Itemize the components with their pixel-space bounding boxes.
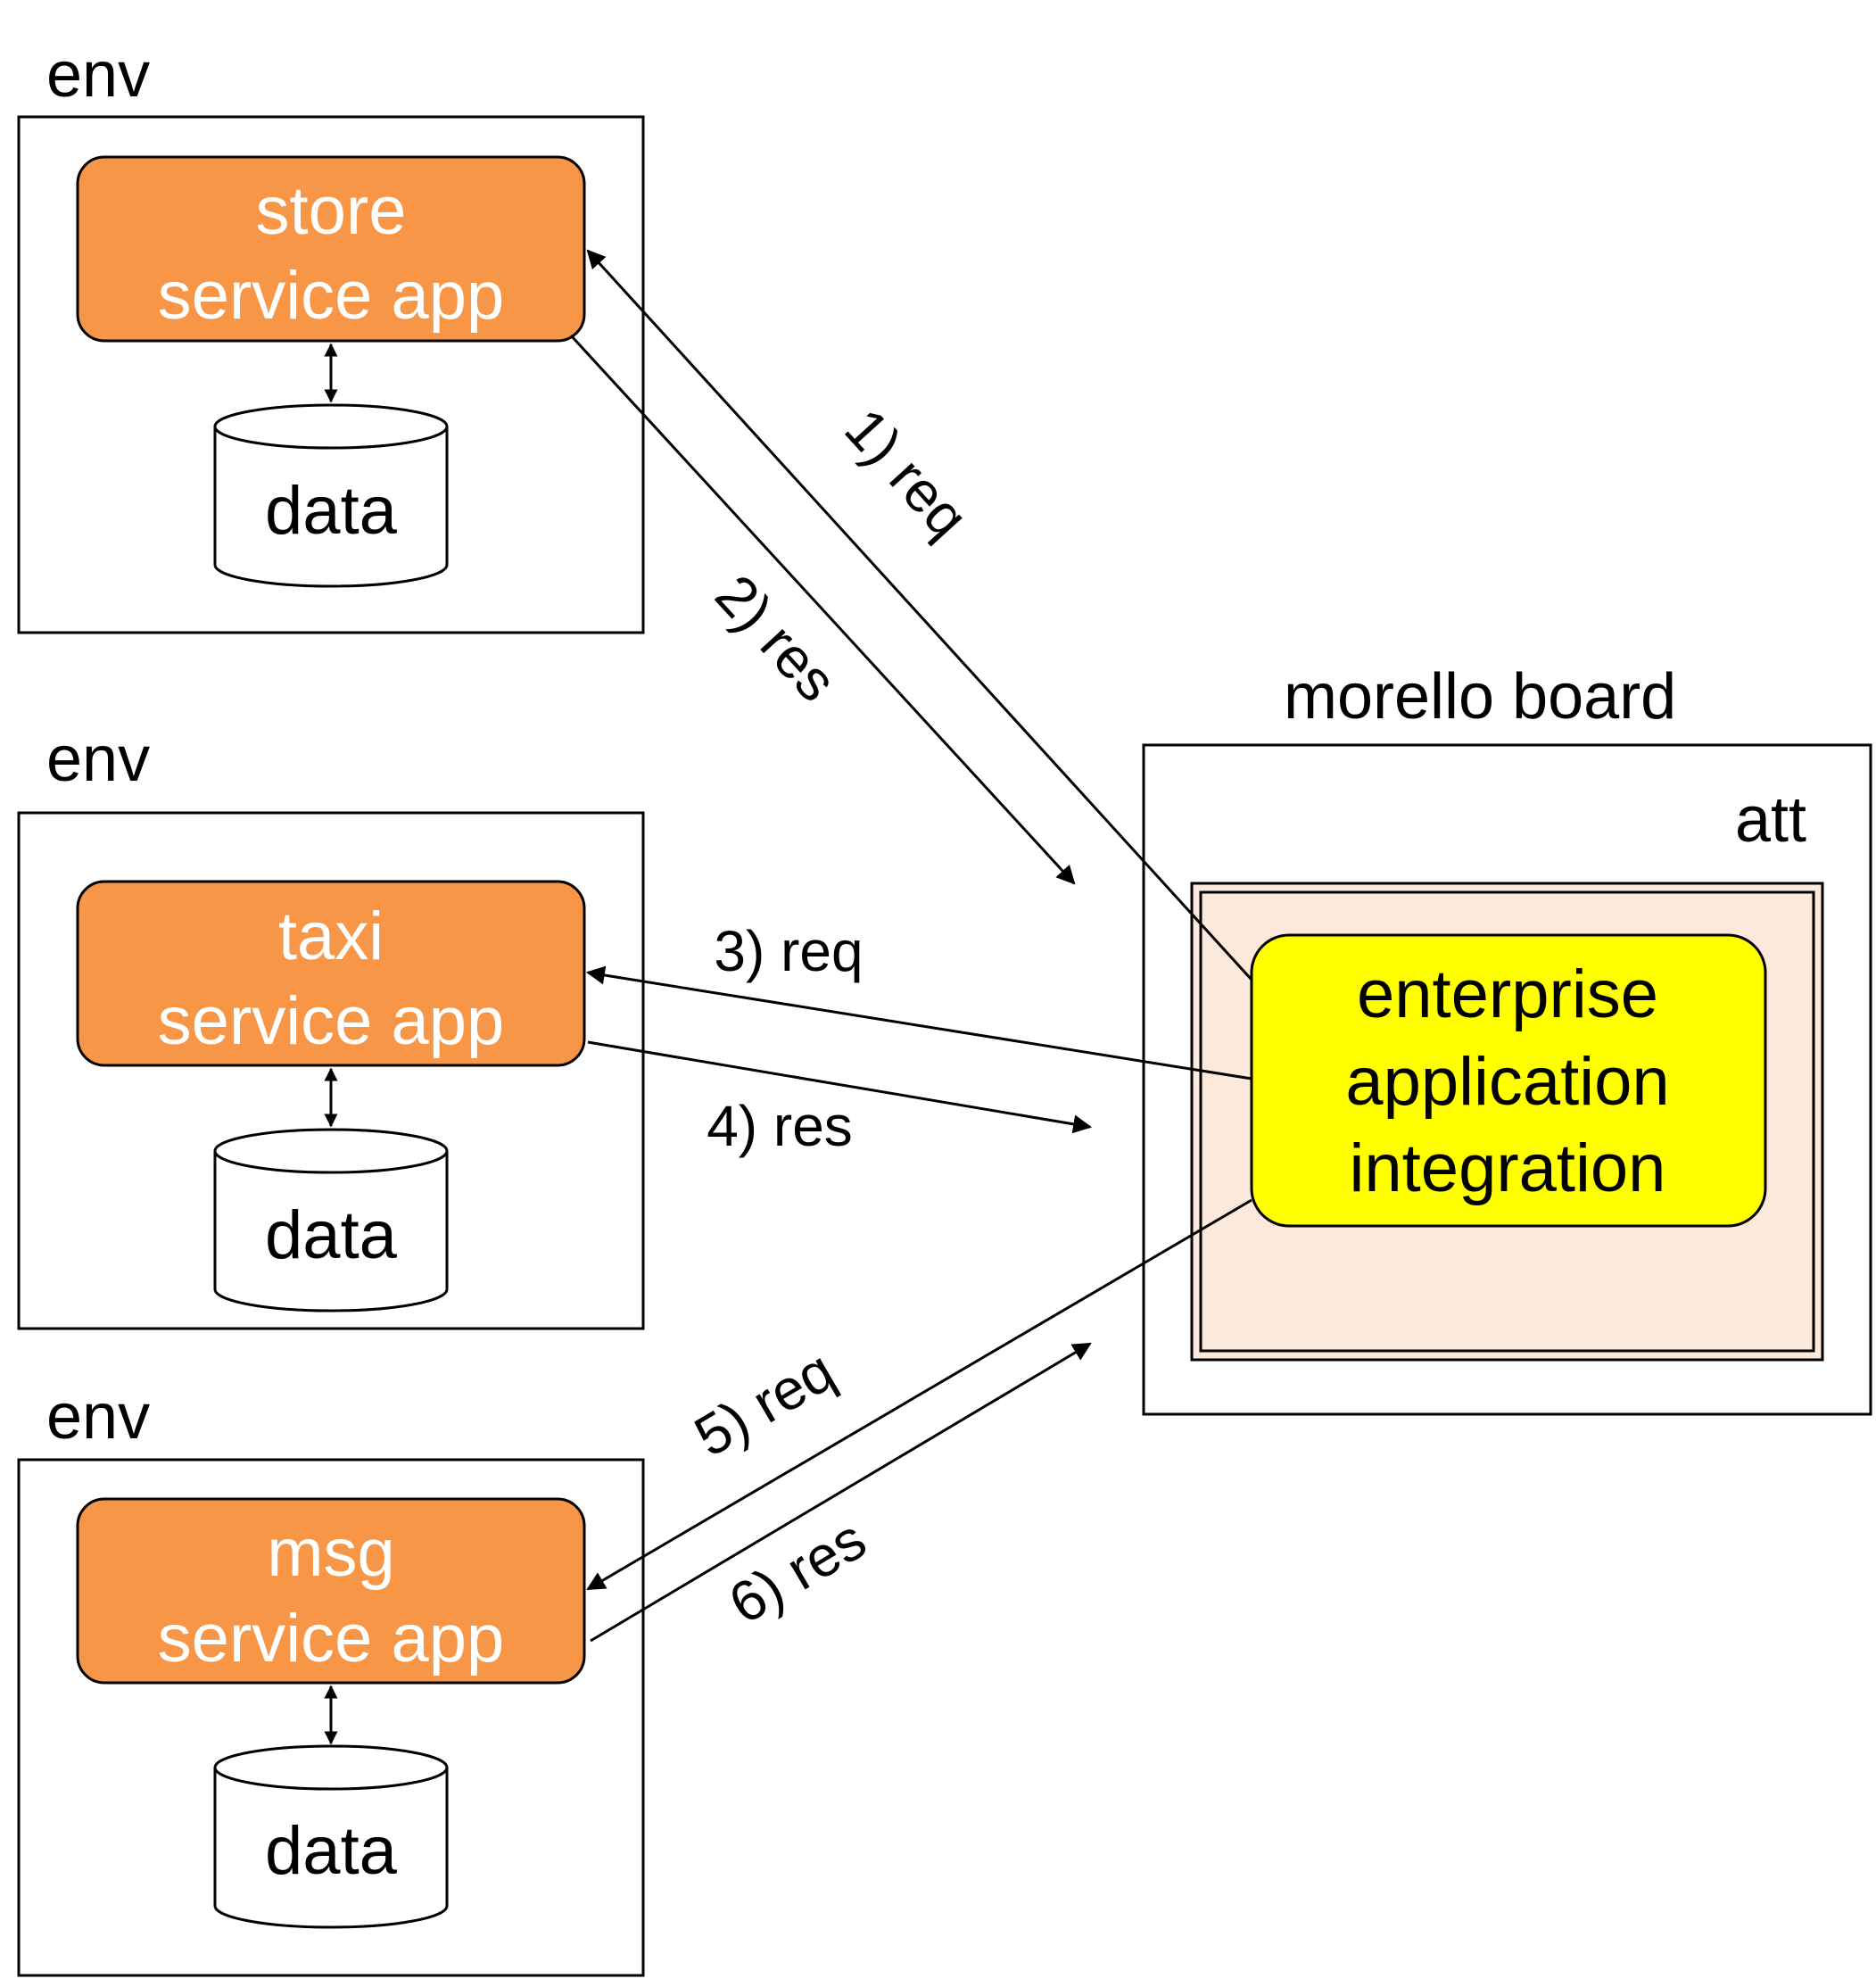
eai-line-3: integration bbox=[1350, 1130, 1666, 1206]
eai-line-1: enterprise bbox=[1357, 956, 1658, 1032]
arrow-label-6: 6) res bbox=[718, 1506, 876, 1635]
arrow-label-5: 5) req bbox=[684, 1338, 846, 1470]
arrow-5-req bbox=[586, 1198, 1252, 1591]
app-name: store bbox=[256, 173, 407, 249]
arrows bbox=[569, 249, 1253, 1643]
env-taxi: env taxi service app data bbox=[17, 724, 645, 1330]
env-store: env store service app data bbox=[17, 39, 645, 634]
app-subtitle: service app bbox=[158, 983, 505, 1059]
env-label: env bbox=[46, 1381, 150, 1453]
enterprise-application-integration bbox=[1250, 933, 1767, 1228]
app-name: taxi bbox=[278, 898, 384, 974]
arrow-3-req bbox=[585, 965, 1252, 1081]
data-label: data bbox=[265, 473, 398, 549]
taxi-service-app bbox=[76, 880, 586, 1067]
morello-board: morello board att enterprise application… bbox=[1142, 661, 1872, 1416]
data-store-cylinder bbox=[213, 1744, 449, 1929]
data-label: data bbox=[265, 1197, 398, 1273]
att-label: att bbox=[1735, 784, 1806, 856]
arrow-1-req bbox=[586, 249, 1253, 981]
store-service-app bbox=[76, 155, 586, 343]
msg-service-app bbox=[76, 1497, 586, 1685]
eai-line-2: application bbox=[1345, 1044, 1669, 1120]
arrow-label-2: 2) res bbox=[703, 563, 849, 714]
app-name: msg bbox=[267, 1515, 395, 1591]
env-label: env bbox=[46, 39, 150, 111]
arrow-label-1: 1) req bbox=[832, 396, 980, 550]
data-label: data bbox=[265, 1813, 398, 1889]
arrow-2-res bbox=[569, 334, 1076, 885]
env-box bbox=[17, 115, 645, 634]
app-subtitle: service app bbox=[158, 258, 505, 334]
arrow-label-4: 4) res bbox=[707, 1094, 853, 1158]
board-label: morello board bbox=[1284, 661, 1676, 733]
att-enclave-inner bbox=[1199, 890, 1815, 1353]
arrow-6-res bbox=[590, 1342, 1092, 1643]
data-store-cylinder bbox=[213, 1128, 449, 1312]
env-box bbox=[17, 811, 645, 1330]
env-label: env bbox=[46, 724, 150, 795]
env-box bbox=[17, 1458, 645, 1977]
arrow-labels: 1) req 2) res 3) req 4) res 5) req 6) re… bbox=[684, 396, 981, 1636]
data-store-cylinder bbox=[213, 403, 449, 588]
board-box bbox=[1142, 743, 1872, 1416]
env-msg: env msg service app data bbox=[17, 1381, 645, 1977]
arrow-4-res bbox=[587, 1040, 1093, 1134]
app-subtitle: service app bbox=[158, 1601, 505, 1677]
arrow-label-3: 3) req bbox=[714, 919, 863, 983]
